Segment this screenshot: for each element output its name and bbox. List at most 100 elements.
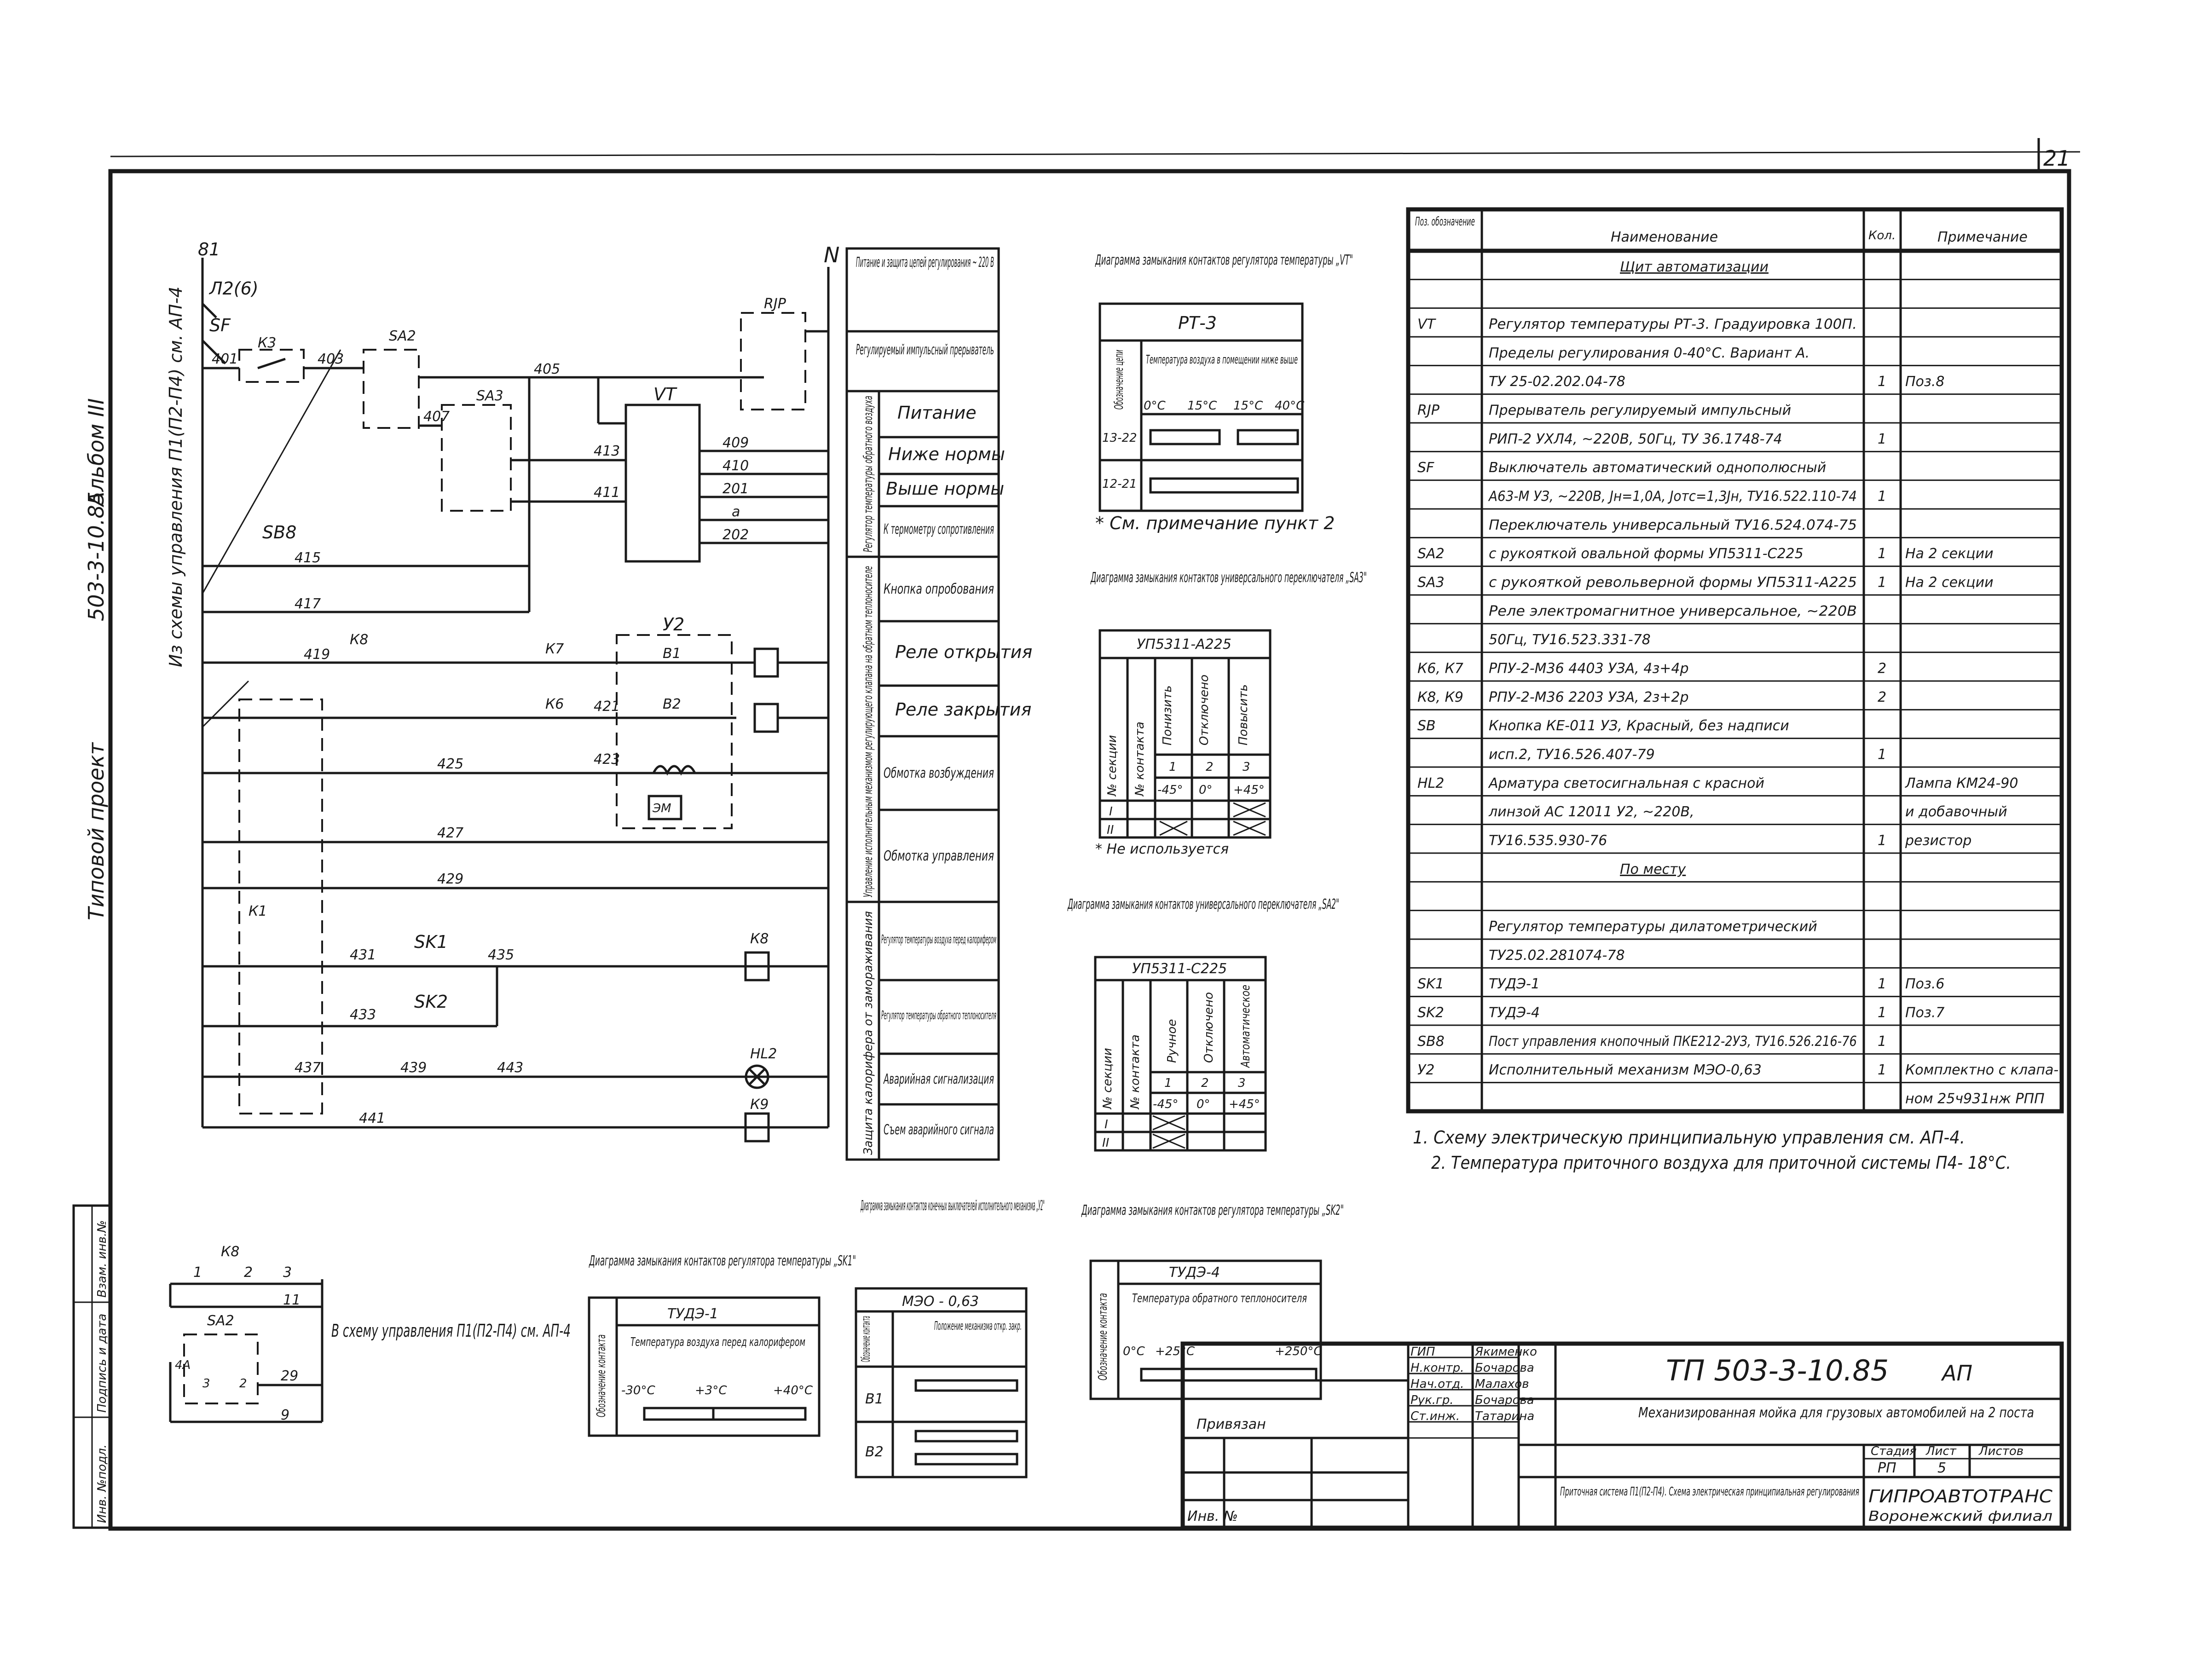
diagram-sk2-title: Диаграмма замыкания контактов регулятора…	[1081, 1202, 1344, 1218]
function-panel: Питание и защита цепей регулирования ~ 2…	[845, 247, 1032, 1161]
stage-label-1: Лист	[1925, 1444, 1957, 1458]
stamp-inv-podl: Инв. №подл.	[95, 1444, 109, 1523]
person-name-3: Бочарова	[1475, 1393, 1534, 1407]
spec-cell-qty: 1	[1878, 546, 1886, 562]
diagram-sa3-title: Диаграмма замыкания контактов универсаль…	[1090, 570, 1367, 586]
spec-cell-name: Исполнительный механизм МЭО-0,63	[1489, 1062, 1762, 1078]
diagram-sa3-angle-2: +45°	[1233, 783, 1265, 797]
coil-k6	[753, 647, 779, 678]
panel-group-vt: Регулятор температуры обратного воздуха	[861, 396, 875, 552]
person-name-1: Бочарова	[1475, 1361, 1534, 1375]
spec-cell-qty: 1	[1878, 833, 1886, 849]
diagram-sk1: Диаграмма замыкания контактов регулятора…	[588, 1253, 856, 1437]
spec-cell-note: и добавочный	[1905, 804, 2007, 820]
spec-cell-qty: 1	[1878, 489, 1886, 505]
diagram-sa3-angle-1: 0°	[1199, 783, 1213, 797]
ext-wire-2b: 2	[239, 1377, 247, 1391]
spec-cell-qty: 1	[1878, 431, 1886, 447]
note-1: 1. Схему электрическую принципиальную уп…	[1413, 1127, 1965, 1148]
sheet-corner-number: 21	[2043, 146, 2070, 171]
title-inv: Инв. №	[1187, 1508, 1238, 1524]
left-margin-stamp: Инв. №подл. Подпись и дата Взам. инв.№	[72, 1204, 112, 1529]
title-object: Механизированная мойка для грузовых авто…	[1638, 1405, 2034, 1421]
device-k3: К3	[258, 335, 276, 351]
stage-label-2: Листов	[1978, 1444, 2023, 1458]
diagram-sa2-row-head-0: № секции	[1101, 1048, 1115, 1110]
wire-425: 425	[437, 756, 463, 772]
spec-cell-name: Пост управления кнопочный ПКЕ212-2УЗ, ТУ…	[1489, 1033, 1857, 1050]
device-sf: SF	[209, 315, 231, 335]
spec-cell-name: Арматура светосигнальная с красной	[1488, 775, 1764, 791]
person-name-0: Якименко	[1474, 1345, 1537, 1359]
diagram-sk1-temp-0: -30°C	[621, 1384, 655, 1397]
title-drawing-name: Приточная система П1(П2-П4). Схема элект…	[1560, 1485, 1859, 1499]
device-81: 81	[198, 239, 220, 260]
wire-403: 403	[318, 351, 344, 367]
excitation-winding	[652, 765, 696, 776]
wire-437: 437	[295, 1060, 321, 1076]
device-hl2: HL2	[750, 1046, 777, 1062]
wire-427: 427	[437, 825, 463, 841]
schematic: 81 Л2(6) SF N 401 К3 403 SA2 405 SA3 407…	[166, 239, 839, 1143]
panel-item-pitanie: Питание	[897, 403, 977, 423]
diagram-sk1-temp-2: +40°C	[773, 1384, 813, 1397]
spec-cell-pos: SA2	[1417, 546, 1445, 562]
panel-item-close-relay: Реле закрытия	[895, 699, 1031, 720]
ext-wire-11: 11	[283, 1292, 301, 1308]
wire-201: 201	[723, 481, 749, 497]
diagram-sa2: Диаграмма замыкания контактов универсаль…	[1067, 896, 1339, 1152]
wire-429: 429	[437, 871, 463, 887]
spec-cell-qty: 2	[1878, 689, 1886, 705]
diagram-sa3-pos-0: 1	[1169, 760, 1177, 774]
panel-item-test-button: Кнопка опробования	[884, 581, 994, 597]
wire-410: 410	[723, 458, 749, 474]
diagram-y2-device: МЭО - 0,63	[902, 1293, 979, 1310]
ext-wire-29: 29	[281, 1368, 298, 1384]
spec-cell-pos: У2	[1417, 1062, 1434, 1078]
diagram-sk2-temp-1: +25°C	[1155, 1345, 1195, 1358]
person-name-4: Татарина	[1475, 1409, 1534, 1423]
spec-cell-qty: 1	[1878, 747, 1886, 763]
spec-cell-pos: SA3	[1417, 575, 1445, 591]
diagram-vt-note: * См. примечание пункт 2	[1095, 513, 1335, 533]
panel-item-excitation: Обмотка возбуждения	[884, 765, 994, 781]
panel-item-below-norm: Ниже нормы	[888, 444, 1005, 464]
device-k6-a: К6	[545, 696, 564, 712]
schematic-left-label: Из схемы управления П1(П2-П4) см. АП-4	[166, 287, 186, 667]
diagram-vt-device: РТ-3	[1178, 313, 1217, 333]
diagram-sa3-section-0: I	[1109, 805, 1113, 819]
wire-411: 411	[594, 485, 620, 501]
lamp-hl2	[745, 1064, 769, 1089]
spec-cell-name: А63-М УЗ, ~220В, Jн=1,0А, Jотс=1,3Jн, ТУ…	[1488, 489, 1857, 505]
wire-401: 401	[212, 351, 238, 367]
wire-435: 435	[488, 947, 514, 963]
device-k1: К1	[249, 903, 267, 919]
diagram-sa3-col-1: Отключено	[1197, 675, 1211, 745]
sa3-switch-box	[441, 404, 512, 512]
diagram-sk1-title: Диаграмма замыкания контактов регулятора…	[589, 1253, 856, 1269]
spec-header-name: Наименование	[1611, 229, 1718, 245]
diagram-sk1-device: ТУДЭ-1	[667, 1306, 718, 1322]
diagram-vt-temp-1: 15°C	[1187, 399, 1217, 413]
frame-top-scan-edge	[110, 151, 2081, 157]
device-k9-coil: К9	[750, 1097, 769, 1113]
diagram-vt-title: Диаграмма замыкания контактов регулятора…	[1095, 252, 1353, 268]
ext-device-k8: К8	[221, 1244, 239, 1260]
panel-item-power: Питание и защита цепей регулирования ~ 2…	[856, 254, 994, 271]
device-vt: VT	[653, 384, 677, 404]
title-organization: ГИПРОАВТОТРАНС	[1868, 1486, 2053, 1507]
ext-device-sa2: SA2	[207, 1313, 234, 1329]
device-l2: Л2(6)	[208, 278, 259, 299]
spec-cell-qty: 2	[1878, 661, 1886, 677]
spec-cell-name: Щит автоматизации	[1620, 259, 1769, 275]
diagram-y2-header: Положение механизма откр. закр.	[934, 1319, 1022, 1333]
spec-cell-name: Регулятор температуры дилатометрический	[1489, 919, 1817, 935]
diagram-sa3-row-head-1: № контакта	[1133, 722, 1147, 797]
spec-cell-note: Поз.7	[1905, 1005, 1945, 1021]
wire-417: 417	[295, 596, 321, 612]
spec-cell-name: с рукояткой револьверной формы УП5311-А2…	[1489, 575, 1857, 591]
spec-cell-pos: К6, К7	[1417, 661, 1463, 677]
coil-k9	[744, 1112, 770, 1143]
title-sheet-mark: АП	[1941, 1361, 1972, 1386]
diagram-sa2-col-1: Отключено	[1202, 992, 1216, 1063]
